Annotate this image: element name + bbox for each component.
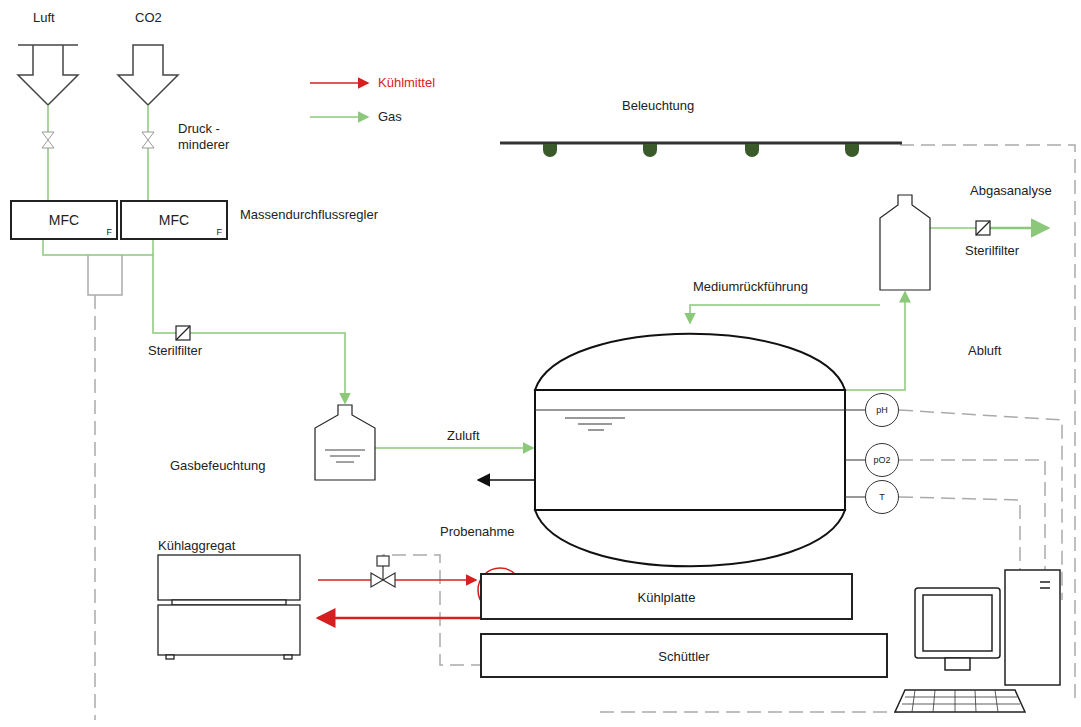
- sensor-circle: pO2: [865, 443, 899, 477]
- shaker-box: Schüttler: [480, 633, 888, 678]
- valve-label: Druck -minderer: [178, 121, 240, 152]
- chiller-label: Kühlaggregat: [158, 538, 235, 554]
- sensor-circle: T: [865, 480, 899, 514]
- filter-label: Sterilfilter: [965, 243, 1019, 259]
- legend-text: Gas: [378, 109, 402, 125]
- sensor-circle: pH: [865, 393, 899, 427]
- supply-label: CO2: [135, 10, 162, 26]
- return-label: Mediumrückführung: [693, 279, 808, 295]
- filter-label: Sterilfilter: [148, 343, 202, 359]
- node-text: Kühlplatte: [482, 589, 851, 604]
- node-text: pH: [876, 405, 888, 415]
- node-text: pO2: [873, 455, 890, 465]
- supply-air-label: Zuluft: [447, 428, 480, 444]
- mfc-box: MFCF: [10, 200, 118, 240]
- mfc-box: MFCF: [120, 200, 228, 240]
- mfc-label: Massendurchflussregler: [240, 207, 378, 223]
- humidifier-label: Gasbefeuchtung: [170, 458, 265, 474]
- plate-box: Kühlplatte: [480, 573, 853, 620]
- exhaust-label: Abluft: [968, 343, 1001, 359]
- subscript-text: F: [217, 227, 223, 237]
- legend-text: Kühlmittel: [378, 75, 435, 91]
- node-text: Schüttler: [482, 648, 886, 663]
- node-text: MFC: [12, 212, 116, 228]
- lighting-label: Beleuchtung: [622, 98, 694, 114]
- analysis-label: Abgasanalyse: [970, 183, 1052, 199]
- node-text: MFC: [122, 212, 226, 228]
- supply-label: Luft: [33, 10, 55, 26]
- subscript-text: F: [107, 227, 113, 237]
- sampling-label: Probenahme: [440, 524, 514, 540]
- node-text: T: [879, 492, 885, 502]
